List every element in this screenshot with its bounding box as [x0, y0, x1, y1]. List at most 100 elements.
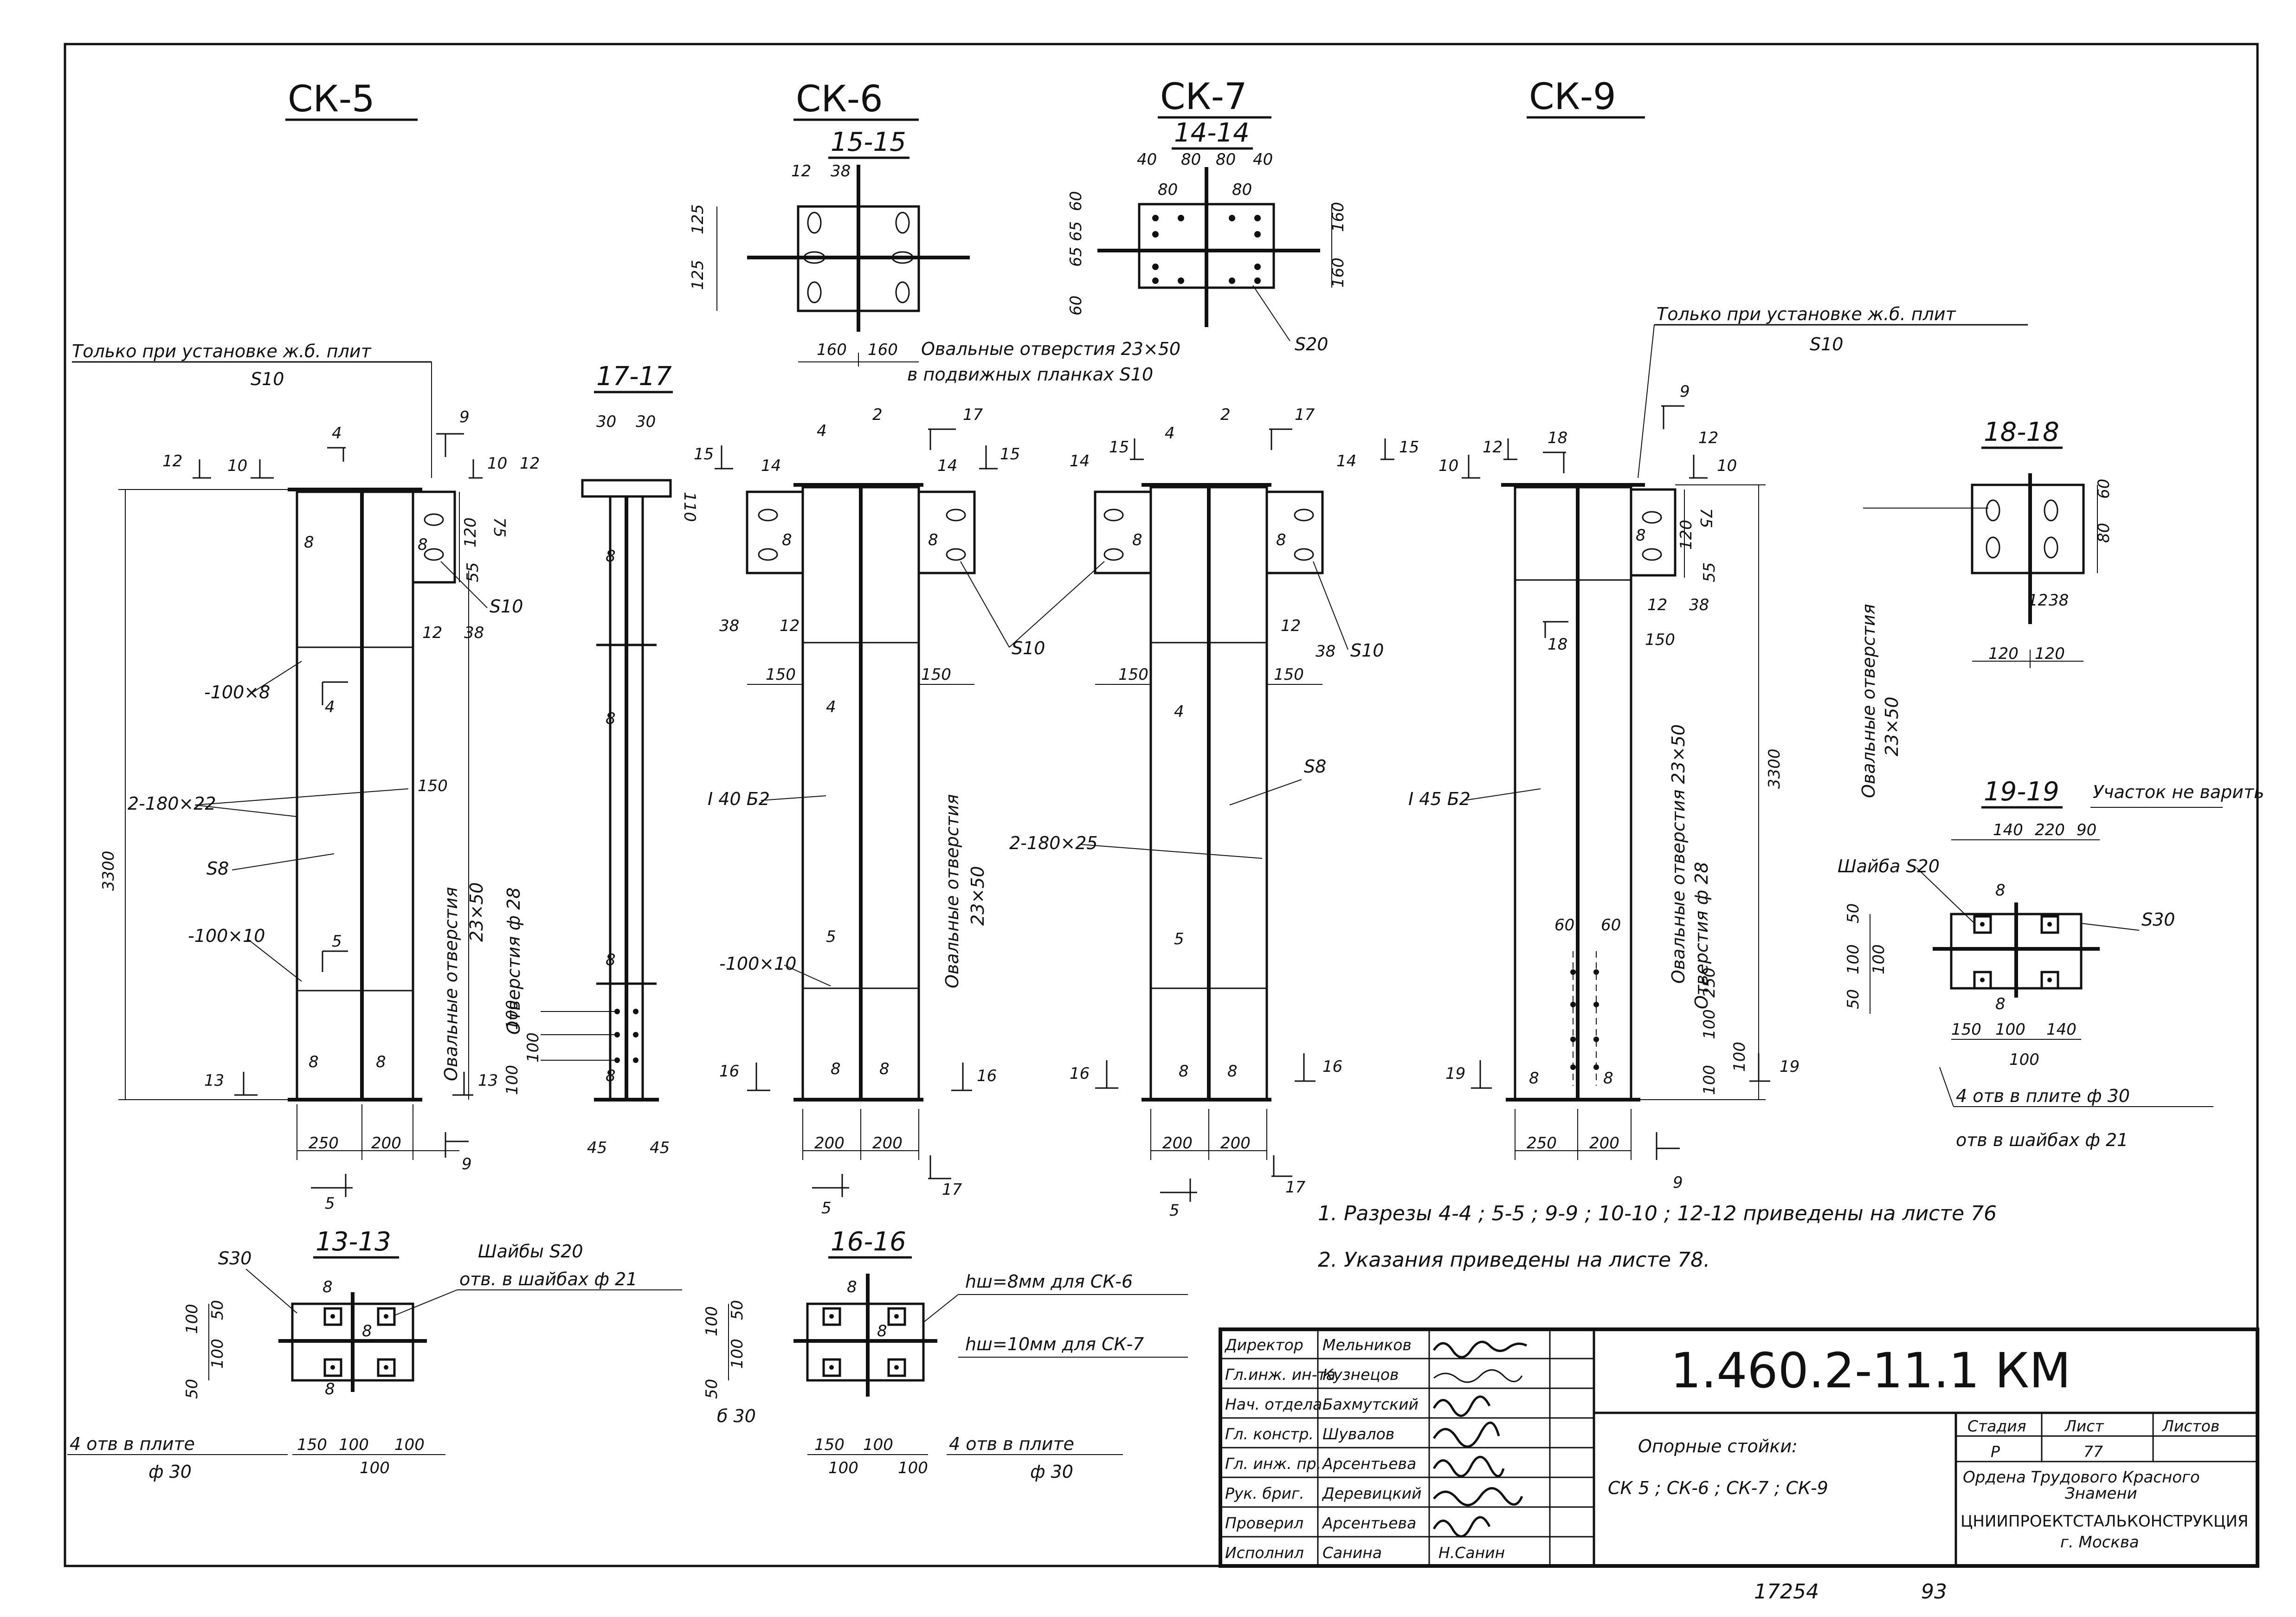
svg-text:3300: 3300 — [1765, 748, 1784, 789]
svg-text:5: 5 — [821, 1199, 832, 1218]
footer-number: 17254 — [1754, 1580, 1819, 1604]
svg-text:45: 45 — [587, 1139, 607, 1157]
svg-text:Проверил: Проверил — [1225, 1514, 1303, 1532]
svg-text:8: 8 — [782, 531, 792, 549]
svg-text:38: 38 — [719, 617, 739, 635]
svg-text:100: 100 — [863, 1436, 893, 1454]
svg-text:ЦНИИПРОЕКТСТАЛЬКОНСТРУКЦИЯ: ЦНИИПРОЕКТСТАЛЬКОНСТРУКЦИЯ — [1961, 1512, 2249, 1531]
svg-text:110: 110 — [680, 492, 699, 522]
svg-text:55: 55 — [1700, 562, 1719, 582]
svg-text:Ордена Трудового Красного: Ордена Трудового Красного — [1963, 1468, 2200, 1487]
svg-text:75: 75 — [1696, 508, 1715, 528]
svg-text:100: 100 — [1730, 1042, 1749, 1072]
svg-text:8: 8 — [1636, 526, 1646, 545]
svg-text:100: 100 — [1700, 1009, 1719, 1039]
label-s30-19: S30 — [2141, 909, 2175, 930]
section-label-15: 15-15 — [831, 127, 906, 157]
svg-text:16: 16 — [1322, 1057, 1342, 1076]
column-titles: СК-5 СК-6 СК-7 СК-9 — [285, 76, 1645, 121]
svg-text:12: 12 — [422, 624, 442, 642]
svg-text:8: 8 — [847, 1278, 857, 1296]
svg-text:80: 80 — [1216, 150, 1236, 169]
svg-text:14: 14 — [937, 457, 957, 475]
svg-text:15: 15 — [1399, 438, 1419, 457]
label-washers-s20-13: Шайбы S20 — [478, 1241, 583, 1262]
svg-text:100: 100 — [503, 1065, 522, 1095]
svg-text:14: 14 — [761, 457, 781, 475]
svg-text:Лист: Лист — [2064, 1417, 2104, 1435]
svg-text:5: 5 — [1169, 1201, 1180, 1220]
svg-text:50: 50 — [703, 1379, 721, 1399]
svg-text:8: 8 — [1132, 531, 1142, 549]
svg-text:4: 4 — [817, 422, 827, 440]
svg-text:9: 9 — [459, 408, 470, 426]
svg-text:80: 80 — [1181, 150, 1201, 169]
svg-text:60: 60 — [1067, 296, 1085, 316]
svg-text:38: 38 — [1689, 596, 1709, 614]
svg-text:50: 50 — [728, 1300, 747, 1320]
svg-text:Исполнил: Исполнил — [1225, 1544, 1304, 1562]
svg-text:2: 2 — [872, 406, 883, 424]
svg-text:16: 16 — [977, 1067, 997, 1085]
label-plate-100x10-sk6: -100×10 — [719, 953, 796, 974]
note-oval-holes-movable: Овальные отверстия 23×50 — [921, 339, 1180, 359]
svg-text:150: 150 — [1645, 631, 1675, 649]
svg-text:8: 8 — [1227, 1062, 1238, 1081]
label-washer-s20: Шайба S20 — [1838, 856, 1940, 876]
svg-text:S10: S10 — [251, 369, 284, 389]
column-sk9: Только при установке ж.б. плит S10 60 60… — [1408, 304, 2028, 1192]
svg-text:Шувалов: Шувалов — [1322, 1425, 1394, 1443]
svg-text:65: 65 — [1067, 221, 1085, 241]
label-plate-100x8: -100×8 — [204, 682, 270, 702]
svg-text:50: 50 — [208, 1300, 227, 1320]
svg-text:100: 100 — [183, 1304, 201, 1334]
svg-text:17: 17 — [1295, 406, 1315, 424]
svg-text:10: 10 — [487, 454, 507, 473]
label-s8-sk7: S8 — [1304, 756, 1326, 777]
notes-block: 1. Разрезы 4-4 ; 5-5 ; 9-9 ; 10-10 ; 12-… — [1318, 1202, 1997, 1272]
svg-text:120: 120 — [1677, 520, 1696, 550]
svg-text:Бахмутский: Бахмутский — [1322, 1395, 1419, 1413]
svg-text:4: 4 — [1165, 424, 1175, 443]
label-oval-holes-sk9: Овальные отверстия 23×50 — [1668, 724, 1689, 984]
section-16-16: 16-16 8 8 100 50 50 100 б 30 150 100 100… — [703, 1227, 1188, 1482]
label-holes-d38: Отверстия ф 28 — [503, 887, 524, 1035]
svg-text:125: 125 — [689, 260, 707, 290]
svg-text:100: 100 — [1870, 944, 1888, 974]
label-s20-14: S20 — [1295, 334, 1328, 354]
svg-text:23×50: 23×50 — [1882, 696, 1902, 756]
svg-text:Рук. бриг.: Рук. бриг. — [1225, 1484, 1304, 1502]
svg-text:ф 30: ф 30 — [1030, 1462, 1073, 1482]
svg-text:150: 150 — [418, 777, 448, 795]
svg-text:15: 15 — [1000, 445, 1020, 464]
svg-text:8: 8 — [831, 1060, 841, 1078]
svg-text:140: 140 — [1993, 821, 2023, 839]
svg-text:8: 8 — [928, 531, 938, 549]
svg-text:5: 5 — [325, 1194, 335, 1213]
title-sk6: СК-6 — [796, 78, 883, 120]
svg-text:8: 8 — [606, 547, 616, 566]
svg-text:Стадия: Стадия — [1967, 1417, 2026, 1435]
document-title-1: Опорные стойки: — [1638, 1436, 1798, 1456]
title-sk9: СК-9 — [1529, 76, 1616, 118]
svg-text:100: 100 — [394, 1436, 425, 1454]
title-sk5: СК-5 — [288, 78, 375, 120]
svg-text:8: 8 — [606, 951, 616, 969]
svg-text:200: 200 — [814, 1134, 845, 1153]
svg-text:Гл. констр.: Гл. констр. — [1225, 1425, 1314, 1443]
svg-text:150: 150 — [766, 665, 796, 684]
label-b30: б 30 — [717, 1406, 756, 1426]
svg-text:60: 60 — [1601, 916, 1621, 934]
svg-text:100: 100 — [728, 1339, 747, 1369]
svg-text:150: 150 — [297, 1436, 327, 1454]
svg-text:10: 10 — [1438, 457, 1458, 475]
document-title-2: СК 5 ; СК-6 ; СК-7 ; СК-9 — [1608, 1478, 1828, 1498]
svg-text:150: 150 — [921, 665, 951, 684]
svg-text:100: 100 — [503, 1000, 522, 1030]
section-label-13: 13-13 — [316, 1227, 391, 1257]
svg-text:38: 38 — [464, 624, 484, 642]
note-1: 1. Разрезы 4-4 ; 5-5 ; 9-9 ; 10-10 ; 12-… — [1318, 1202, 1997, 1225]
svg-text:200: 200 — [371, 1134, 401, 1153]
section-label-19: 19-19 — [1984, 777, 2059, 807]
svg-text:9: 9 — [1673, 1173, 1683, 1192]
